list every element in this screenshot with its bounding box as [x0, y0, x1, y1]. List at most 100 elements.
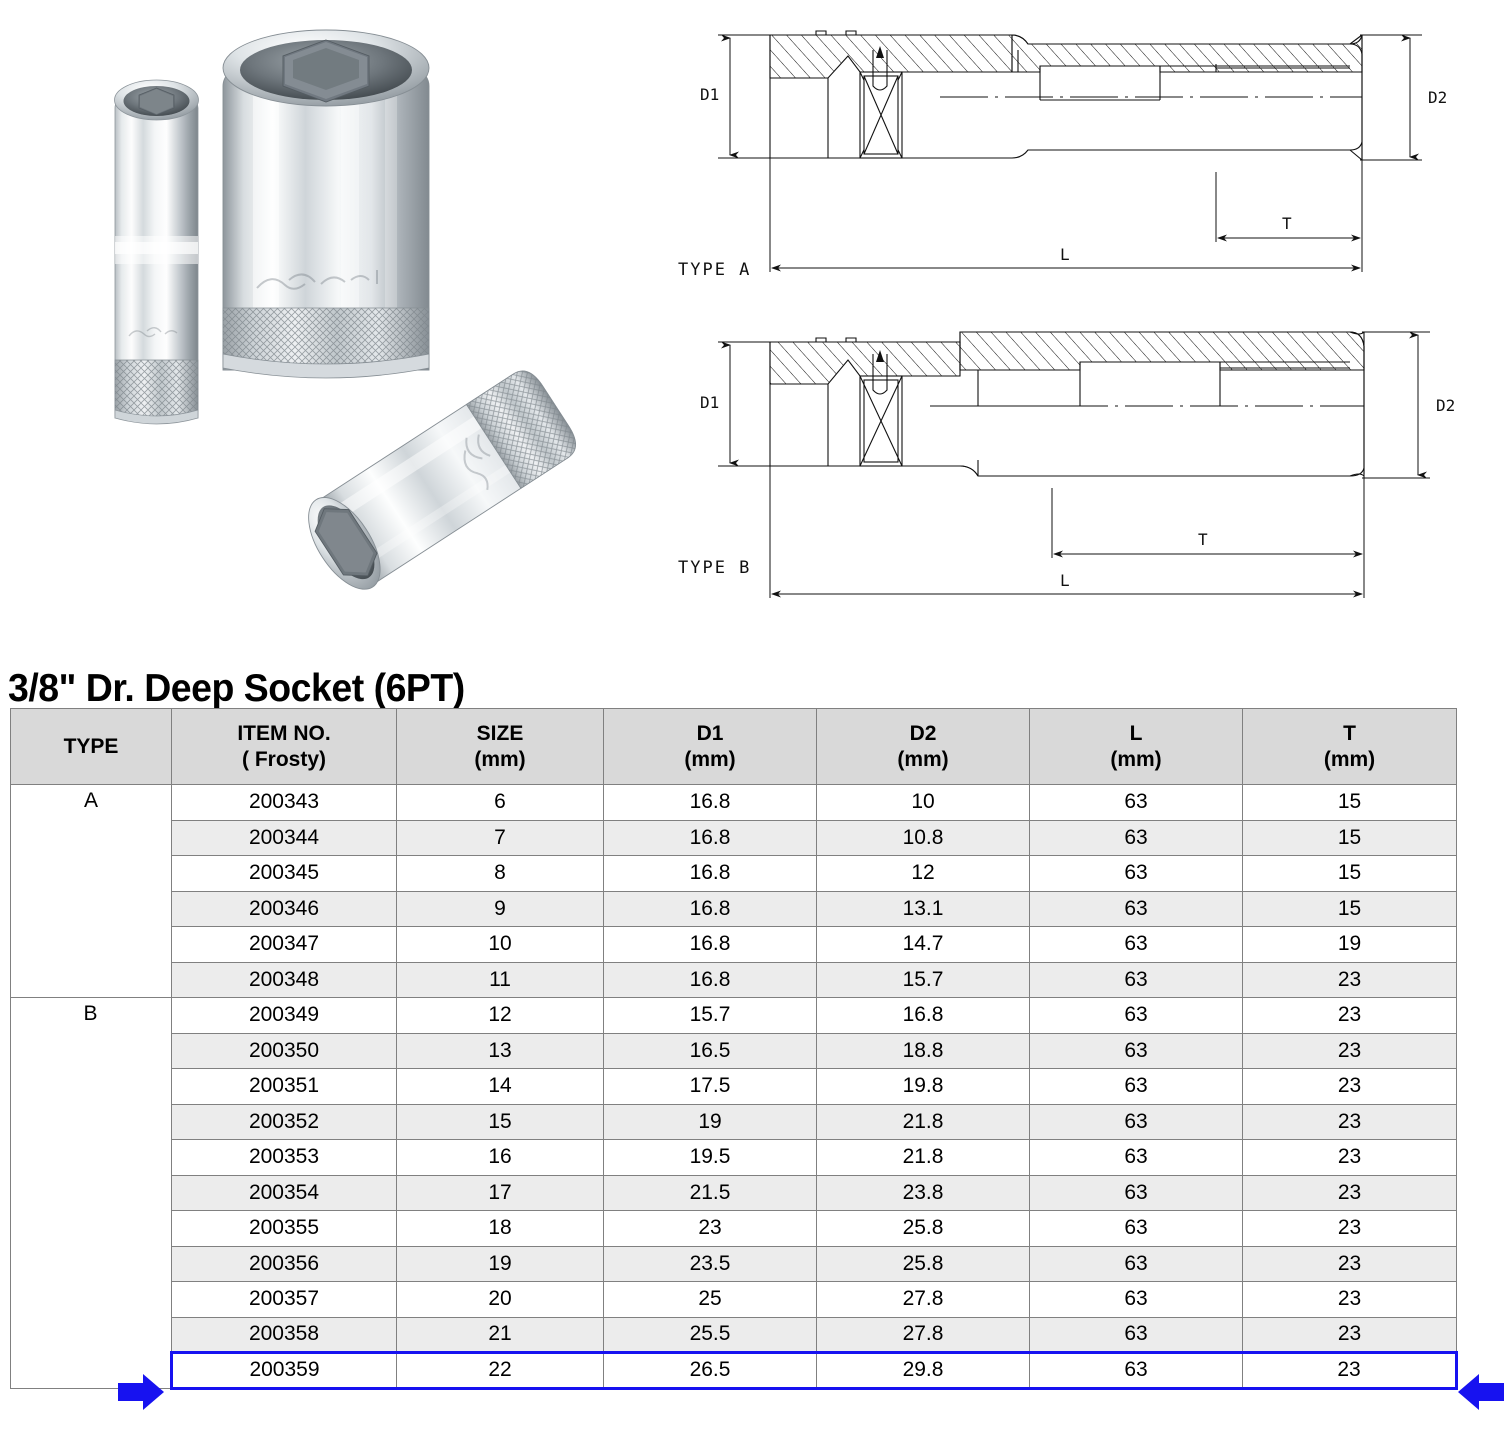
col-header-size-text: SIZE	[476, 721, 524, 745]
drawing-type-a: D1 D2 T L TYPE A	[660, 10, 1512, 300]
col-header-item-unit: ( Frosty)	[242, 747, 326, 771]
cell-t: 15	[1242, 819, 1457, 856]
cell-d2: 10	[816, 784, 1030, 821]
cell-d1: 23.5	[603, 1245, 817, 1282]
cell-item: 200357	[171, 1281, 397, 1318]
cell-item: 200348	[171, 961, 397, 998]
col-header-item: ITEM NO. ( Frosty)	[171, 708, 397, 785]
cell-size: 22	[396, 1351, 604, 1390]
cell-d2: 10.8	[816, 819, 1030, 856]
cell-size: 11	[396, 961, 604, 998]
spec-table: TYPE ITEM NO. ( Frosty) SIZE (mm) D1 (mm…	[10, 708, 1458, 1390]
cell-t: 23	[1242, 1139, 1457, 1176]
arrow-right-icon	[118, 1374, 164, 1410]
type-a-d2-label: D2	[1428, 88, 1448, 107]
cell-l: 63	[1029, 1139, 1243, 1176]
cell-item: 200356	[171, 1245, 397, 1282]
socket-small-upright	[114, 79, 199, 425]
cell-l: 63	[1029, 1281, 1243, 1318]
cell-item: 200345	[171, 855, 397, 892]
cell-l: 63	[1029, 961, 1243, 998]
highlight-arrow-left	[118, 1372, 166, 1412]
col-header-d2-text: D2	[909, 721, 937, 745]
col-header-type: TYPE	[10, 708, 172, 785]
type-b-svg	[718, 331, 1430, 598]
type-a-l-label: L	[1060, 245, 1070, 264]
cell-l: 63	[1029, 890, 1243, 927]
cell-d2: 19.8	[816, 1068, 1030, 1105]
type-b-d1-label: D1	[700, 393, 720, 412]
cell-t: 15	[1242, 890, 1457, 927]
cell-t: 23	[1242, 1032, 1457, 1069]
cell-d1: 16.8	[603, 819, 817, 856]
cell-item: 200351	[171, 1068, 397, 1105]
cell-l: 63	[1029, 1351, 1243, 1390]
cell-d1: 19	[603, 1103, 817, 1140]
socket-angled	[308, 370, 577, 590]
cell-t: 23	[1242, 1174, 1457, 1211]
cell-t: 15	[1242, 855, 1457, 892]
cell-size: 8	[396, 855, 604, 892]
cell-size: 6	[396, 784, 604, 821]
cell-d1: 19.5	[603, 1139, 817, 1176]
cell-size: 9	[396, 890, 604, 927]
cell-size: 16	[396, 1139, 604, 1176]
cell-t: 23	[1242, 961, 1457, 998]
col-header-item-text: ITEM NO.	[237, 721, 331, 745]
col-header-d1-text: D1	[696, 721, 724, 745]
cell-size: 14	[396, 1068, 604, 1105]
type-b-l-label: L	[1060, 571, 1070, 590]
cell-size: 18	[396, 1210, 604, 1247]
cell-d2: 25.8	[816, 1245, 1030, 1282]
cell-d1: 26.5	[603, 1351, 817, 1390]
cell-size: 7	[396, 819, 604, 856]
col-header-l-text: L	[1129, 721, 1143, 745]
page-title: 3/8" Dr. Deep Socket (6PT)	[8, 667, 465, 711]
cell-item: 200353	[171, 1139, 397, 1176]
col-header-t: T (mm)	[1242, 708, 1457, 785]
cell-item: 200347	[171, 926, 397, 963]
spec-table-head: TYPE ITEM NO. ( Frosty) SIZE (mm) D1 (mm…	[10, 708, 1457, 785]
cell-d2: 14.7	[816, 926, 1030, 963]
cell-d1: 16.5	[603, 1032, 817, 1069]
cell-d2: 15.7	[816, 961, 1030, 998]
col-header-type-text: TYPE	[63, 734, 119, 758]
cell-t: 23	[1242, 1210, 1457, 1247]
cell-size: 20	[396, 1281, 604, 1318]
cell-d2: 27.8	[816, 1281, 1030, 1318]
cell-d2: 12	[816, 855, 1030, 892]
cell-d1: 16.8	[603, 961, 817, 998]
col-header-size-unit: (mm)	[474, 747, 526, 771]
cell-l: 63	[1029, 1103, 1243, 1140]
highlight-arrow-right	[1458, 1372, 1506, 1412]
cell-t: 15	[1242, 784, 1457, 821]
col-header-d2: D2 (mm)	[816, 708, 1030, 785]
cell-item: 200346	[171, 890, 397, 927]
cell-item: 200350	[171, 1032, 397, 1069]
cell-item: 200344	[171, 819, 397, 856]
cell-size: 10	[396, 926, 604, 963]
cell-item: 200358	[171, 1316, 397, 1353]
cell-type: A	[10, 784, 172, 998]
cell-t: 23	[1242, 1281, 1457, 1318]
col-header-d1-unit: (mm)	[684, 747, 736, 771]
cell-t: 23	[1242, 1316, 1457, 1353]
